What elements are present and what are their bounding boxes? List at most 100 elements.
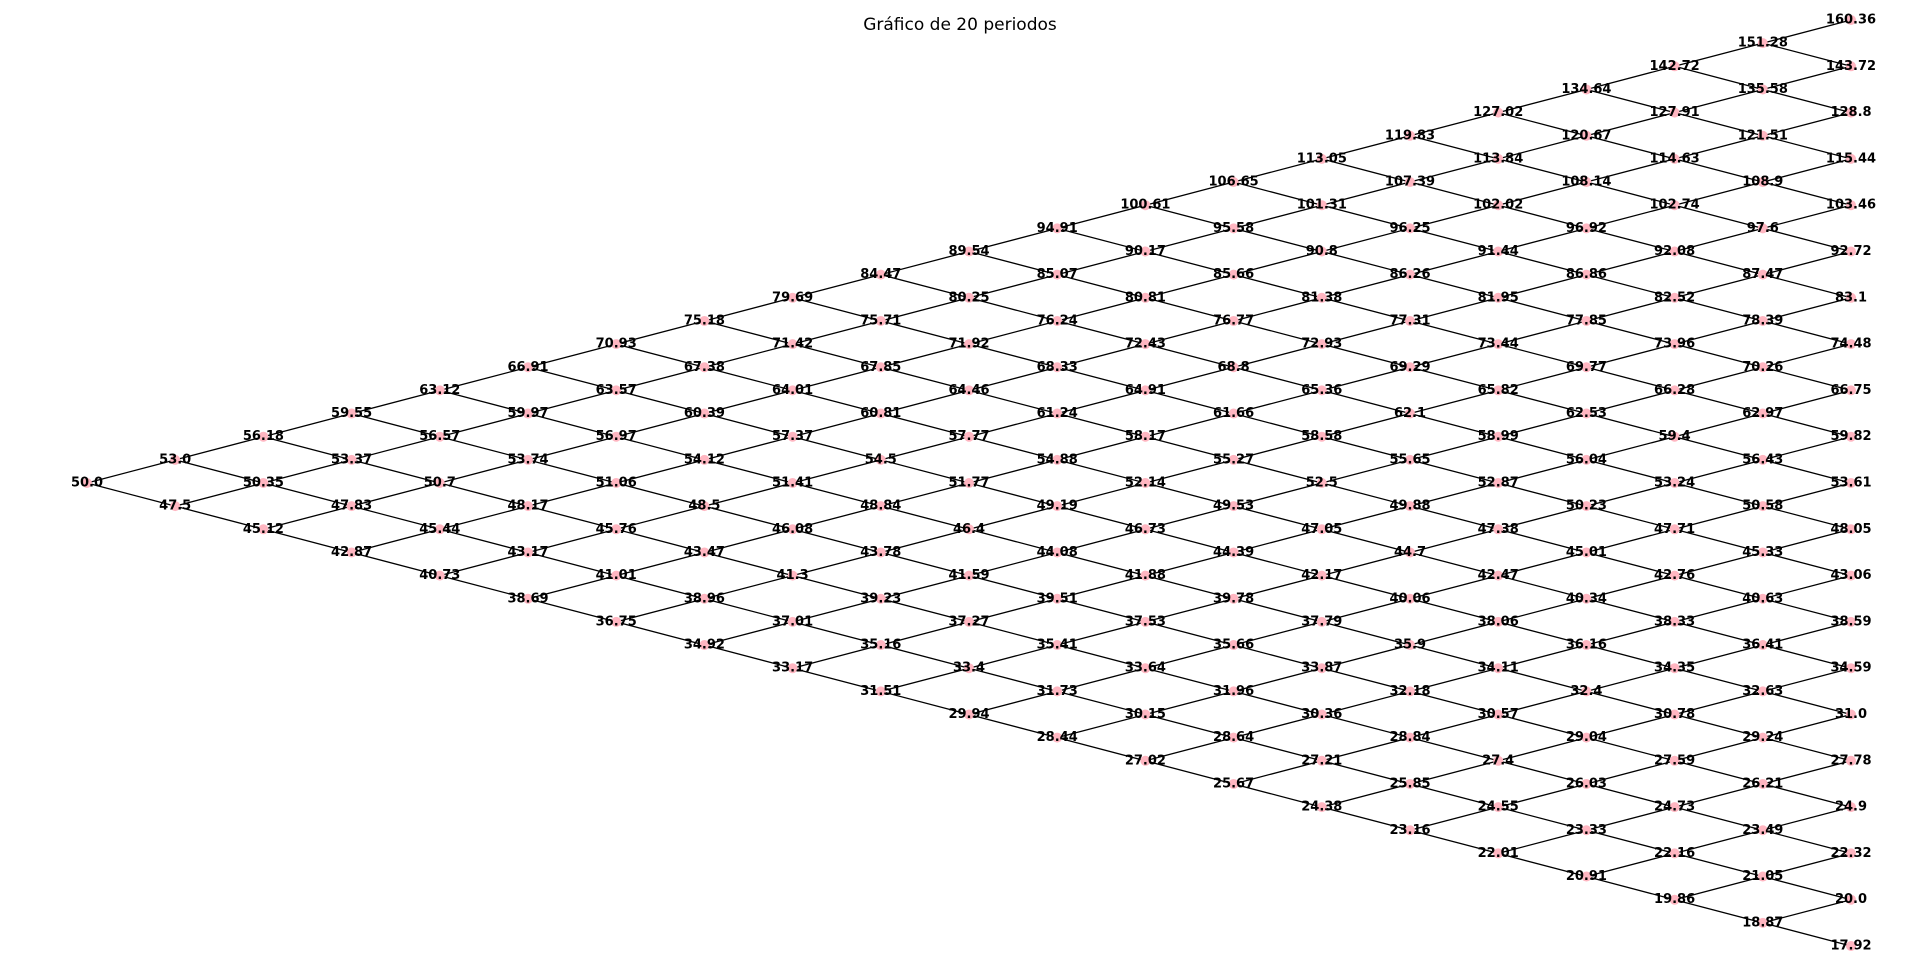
tree-edge-down: [1233, 690, 1322, 716]
tree-node: [699, 501, 710, 512]
tree-edge-down: [1321, 436, 1411, 461]
tree-edge-up: [1674, 88, 1763, 114]
tree-node: [346, 547, 357, 558]
tree-edge-up: [1321, 551, 1411, 577]
node-value-label: 114.63: [1650, 151, 1700, 166]
tree-node: [170, 454, 181, 465]
tree-node: [1581, 408, 1592, 419]
node-value-label: 60.39: [684, 406, 725, 421]
tree-edge-up: [1233, 343, 1322, 368]
tree-edge-down: [439, 389, 529, 415]
tree-edge-up: [704, 574, 793, 600]
tree-edge-down: [1762, 135, 1852, 160]
node-value-label: 54.12: [684, 452, 725, 467]
node-value-label: 22.32: [1830, 846, 1871, 861]
node-value-label: 151.28: [1738, 36, 1788, 51]
tree-edge-down: [1321, 528, 1411, 554]
tree-edge-up: [704, 436, 793, 461]
node-value-label: 73.44: [1478, 337, 1519, 352]
tree-node: [1669, 755, 1680, 766]
tree-edge-up: [1321, 320, 1411, 345]
node-value-label: 61.66: [1213, 406, 1254, 421]
tree-edge-down: [1409, 690, 1499, 716]
node-value-label: 48.84: [860, 499, 901, 514]
node-value-label: 92.08: [1654, 244, 1695, 259]
tree-edge-down: [880, 644, 970, 669]
node-value-label: 76.24: [1037, 313, 1078, 328]
node-value-label: 35.66: [1213, 638, 1254, 653]
tree-node: [787, 616, 798, 627]
tree-edge-down: [1586, 274, 1675, 299]
tree-node: [1316, 200, 1327, 211]
node-value-label: 17.92: [1830, 939, 1871, 954]
node-value-label: 27.59: [1654, 753, 1695, 768]
node-value-label: 72.43: [1125, 337, 1166, 352]
tree-edge-up: [704, 528, 793, 554]
tree-edge-down: [968, 343, 1058, 368]
node-value-label: 32.63: [1742, 684, 1783, 699]
tree-edge-down: [1321, 250, 1411, 276]
tree-node: [1052, 408, 1063, 419]
tree-edge-down: [792, 436, 881, 461]
tree-node: [523, 547, 533, 558]
node-value-label: 160.36: [1826, 13, 1876, 28]
tree-edge-down: [1057, 737, 1146, 762]
node-value-label: 31.73: [1037, 684, 1078, 699]
tree-edge-up: [1674, 875, 1763, 901]
tree-edge-down: [616, 436, 705, 461]
node-value-label: 58.17: [1125, 429, 1166, 444]
tree-edge-down: [1321, 806, 1411, 831]
node-value-label: 28.44: [1037, 730, 1078, 745]
tree-node: [1140, 339, 1151, 350]
tree-edge-down: [1586, 690, 1675, 716]
tree-edge-up: [527, 528, 617, 554]
tree-node: [434, 478, 445, 488]
node-value-label: 142.72: [1650, 59, 1700, 74]
tree-edge-down: [1409, 598, 1499, 623]
tree-edge-up: [1233, 250, 1322, 276]
tree-edge-up: [1762, 760, 1852, 785]
node-value-label: 128.8: [1830, 105, 1871, 120]
tree-edge-down: [439, 482, 529, 507]
tree-node: [964, 339, 974, 350]
node-value-label: 59.55: [331, 406, 372, 421]
tree-edge-up: [1409, 713, 1499, 739]
node-value-label: 62.1: [1394, 406, 1426, 421]
tree-edge-up: [792, 320, 881, 345]
node-value-label: 62.53: [1566, 406, 1607, 421]
node-value-label: 82.52: [1654, 290, 1695, 305]
tree-node: [875, 269, 886, 280]
tree-node: [1316, 246, 1327, 257]
tree-edge-down: [1586, 875, 1675, 901]
tree-labels: 50.053.047.556.1850.3545.1259.5553.3747.…: [71, 13, 1876, 954]
tree-node: [1757, 732, 1768, 743]
node-value-label: 20.91: [1566, 869, 1607, 884]
tree-edge-down: [1762, 644, 1852, 669]
tree-edge-down: [1409, 412, 1499, 438]
tree-edge-down: [1586, 412, 1675, 438]
tree-edge-down: [175, 505, 264, 530]
tree-edge-down: [1145, 389, 1234, 415]
tree-edge-down: [704, 598, 793, 623]
tree-node: [1669, 431, 1680, 442]
tree-edge-up: [1674, 135, 1763, 160]
tree-edge-down: [704, 412, 793, 438]
tree-edge-up: [1409, 528, 1499, 554]
tree-node: [434, 570, 445, 581]
tree-node: [1493, 385, 1504, 396]
tree-edge-up: [1498, 459, 1587, 484]
tree-edge-up: [1498, 551, 1587, 577]
tree-edge-up: [1233, 621, 1322, 646]
tree-edge-up: [1762, 574, 1852, 600]
tree-edge-up: [704, 343, 793, 368]
tree-node: [1316, 524, 1327, 535]
tree-edge-up: [968, 505, 1058, 530]
tree-edge-down: [880, 366, 970, 392]
node-value-label: 28.64: [1213, 730, 1254, 745]
tree-node: [1669, 709, 1680, 720]
tree-edge-down: [1762, 412, 1852, 438]
tree-edge-down: [1233, 181, 1322, 206]
tree-edge-down: [1233, 366, 1322, 392]
tree-edge-up: [1762, 158, 1852, 183]
node-value-label: 39.23: [860, 591, 901, 606]
